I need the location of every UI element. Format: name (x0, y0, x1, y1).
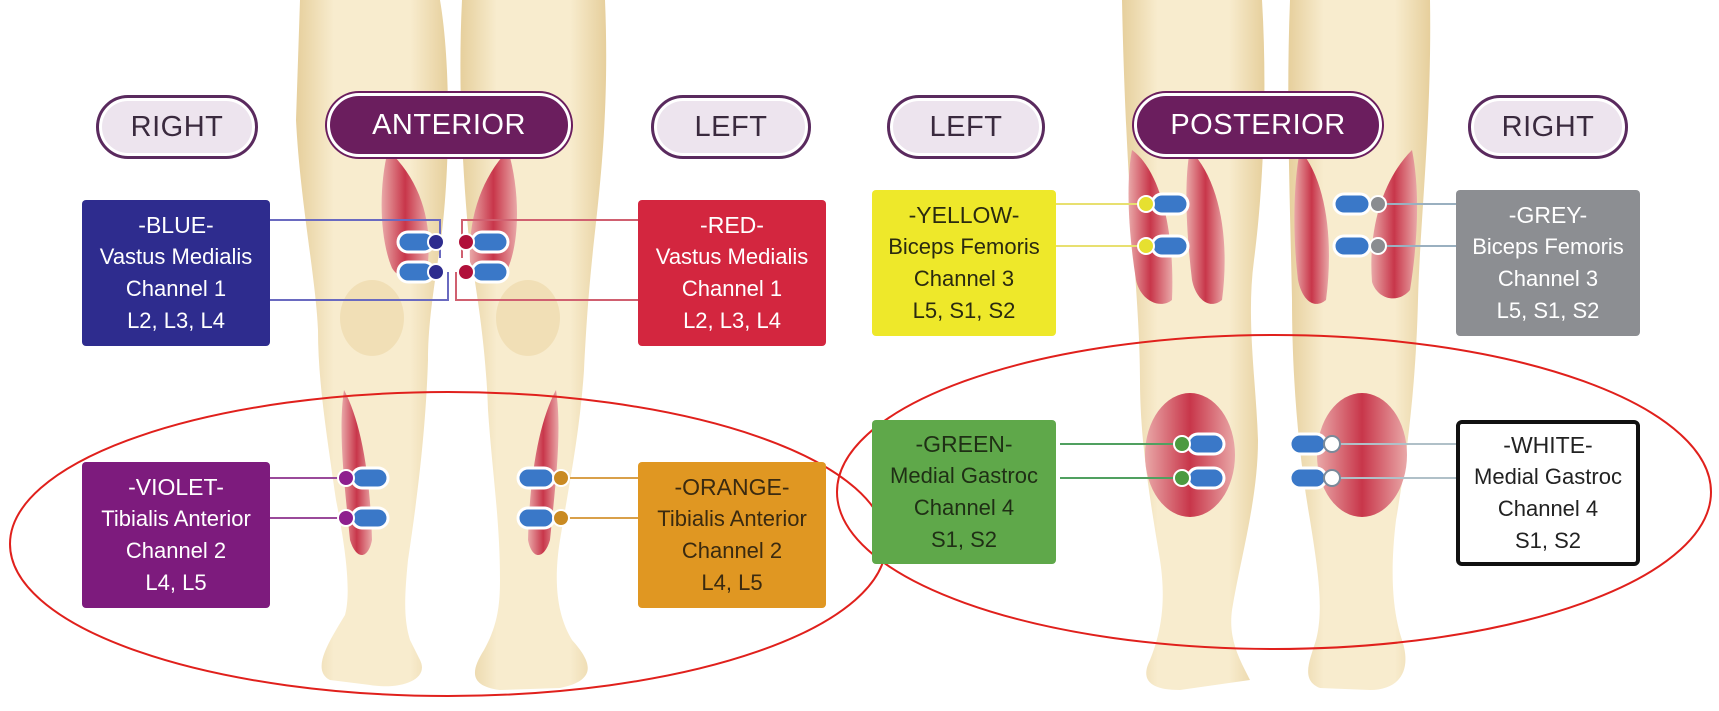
label-grey-muscle: Biceps Femoris (1472, 231, 1624, 263)
label-red: -RED- Vastus Medialis Channel 1 L2, L3, … (638, 200, 826, 346)
label-blue-muscle: Vastus Medialis (100, 241, 252, 273)
label-red-channel: Channel 1 (682, 273, 782, 305)
electrode-white-2 (1290, 468, 1340, 488)
label-violet-channel: Channel 2 (126, 535, 226, 567)
label-orange-channel: Channel 2 (682, 535, 782, 567)
label-green-channel: Channel 4 (914, 492, 1014, 524)
label-yellow-muscle: Biceps Femoris (888, 231, 1040, 263)
electrode-white-1 (1290, 434, 1340, 454)
label-blue: -BLUE- Vastus Medialis Channel 1 L2, L3,… (82, 200, 270, 346)
label-orange: -ORANGE- Tibialis Anterior Channel 2 L4,… (638, 462, 826, 608)
label-grey-roots: L5, S1, S2 (1497, 295, 1600, 327)
label-green-roots: S1, S2 (931, 524, 997, 556)
posterior-left-pill: LEFT (887, 95, 1045, 159)
label-grey: -GREY- Biceps Femoris Channel 3 L5, S1, … (1456, 190, 1640, 336)
label-green-title: -GREEN- (915, 428, 1012, 460)
label-blue-roots: L2, L3, L4 (127, 305, 225, 337)
anterior-right-knee (340, 280, 404, 356)
label-violet-muscle: Tibialis Anterior (101, 503, 251, 535)
label-yellow-roots: L5, S1, S2 (913, 295, 1016, 327)
label-grey-title: -GREY- (1509, 199, 1587, 231)
label-yellow: -YELLOW- Biceps Femoris Channel 3 L5, S1… (872, 190, 1056, 336)
label-yellow-channel: Channel 3 (914, 263, 1014, 295)
label-violet: -VIOLET- Tibialis Anterior Channel 2 L4,… (82, 462, 270, 608)
anterior-view-pill: ANTERIOR (327, 93, 571, 157)
electrode-orange-2 (518, 508, 569, 528)
electrode-violet-2 (338, 508, 388, 528)
electrode-orange-1 (518, 468, 569, 488)
electrode-yellow-1 (1138, 194, 1188, 214)
anterior-left-pill: LEFT (651, 95, 811, 159)
label-orange-roots: L4, L5 (701, 567, 762, 599)
electrode-blue-2 (398, 262, 444, 282)
electrode-green-2 (1174, 468, 1224, 488)
posterior-right-gastroc (1317, 393, 1407, 517)
label-red-title: -RED- (700, 209, 764, 241)
label-white: -WHITE- Medial Gastroc Channel 4 S1, S2 (1456, 420, 1640, 566)
electrode-grey-2 (1334, 236, 1386, 256)
label-green: -GREEN- Medial Gastroc Channel 4 S1, S2 (872, 420, 1056, 564)
electrode-green-1 (1174, 434, 1224, 454)
label-white-muscle: Medial Gastroc (1474, 461, 1622, 493)
label-violet-title: -VIOLET- (128, 471, 224, 503)
label-blue-title: -BLUE- (138, 209, 213, 241)
label-red-roots: L2, L3, L4 (683, 305, 781, 337)
connector-wires (270, 204, 1456, 518)
label-white-channel: Channel 4 (1498, 493, 1598, 525)
electrode-violet-1 (338, 468, 388, 488)
electrode-yellow-2 (1138, 236, 1188, 256)
label-red-muscle: Vastus Medialis (656, 241, 808, 273)
electrode-red-1 (458, 232, 508, 252)
posterior-left-gastroc (1145, 393, 1235, 517)
posterior-right-pill: RIGHT (1468, 95, 1628, 159)
posterior-view-pill: POSTERIOR (1134, 93, 1382, 157)
label-blue-channel: Channel 1 (126, 273, 226, 305)
electrode-grey-1 (1334, 194, 1386, 214)
electrode-blue-1 (398, 232, 444, 252)
label-orange-muscle: Tibialis Anterior (657, 503, 807, 535)
label-orange-title: -ORANGE- (675, 471, 790, 503)
label-white-title: -WHITE- (1503, 429, 1592, 461)
label-violet-roots: L4, L5 (145, 567, 206, 599)
anterior-right-pill: RIGHT (96, 95, 258, 159)
label-white-roots: S1, S2 (1515, 525, 1581, 557)
anterior-left-knee (496, 280, 560, 356)
electrode-red-2 (458, 262, 508, 282)
label-grey-channel: Channel 3 (1498, 263, 1598, 295)
label-green-muscle: Medial Gastroc (890, 460, 1038, 492)
label-yellow-title: -YELLOW- (909, 199, 1020, 231)
